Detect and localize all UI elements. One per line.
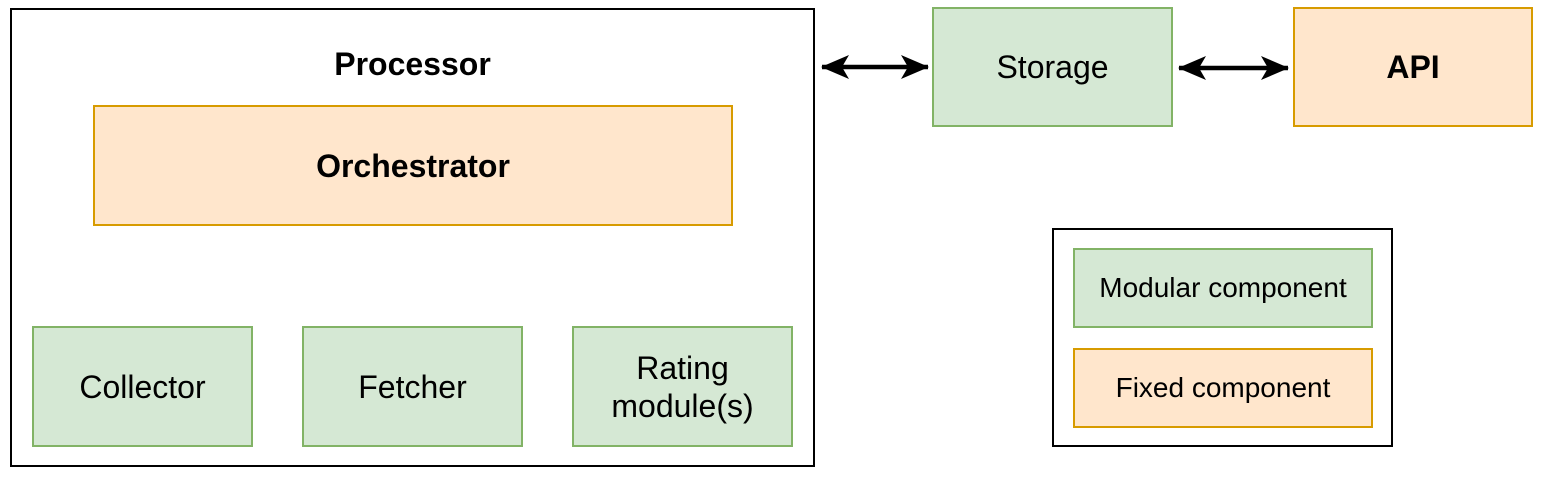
legend-fixed-component: Fixed component bbox=[1073, 348, 1373, 428]
collector-node: Collector bbox=[32, 326, 253, 447]
storage-node: Storage bbox=[932, 7, 1173, 127]
orchestrator-node: Orchestrator bbox=[93, 105, 733, 226]
api-node: API bbox=[1293, 7, 1533, 127]
legend: Modular component Fixed component bbox=[1052, 228, 1393, 447]
legend-modular-component: Modular component bbox=[1073, 248, 1373, 328]
rating-module-node: Rating module(s) bbox=[572, 326, 793, 447]
processor-title: Processor bbox=[334, 46, 491, 82]
fetcher-node: Fetcher bbox=[302, 326, 523, 447]
processor-container: Processor Orchestrator Collector Fetcher… bbox=[10, 8, 815, 467]
